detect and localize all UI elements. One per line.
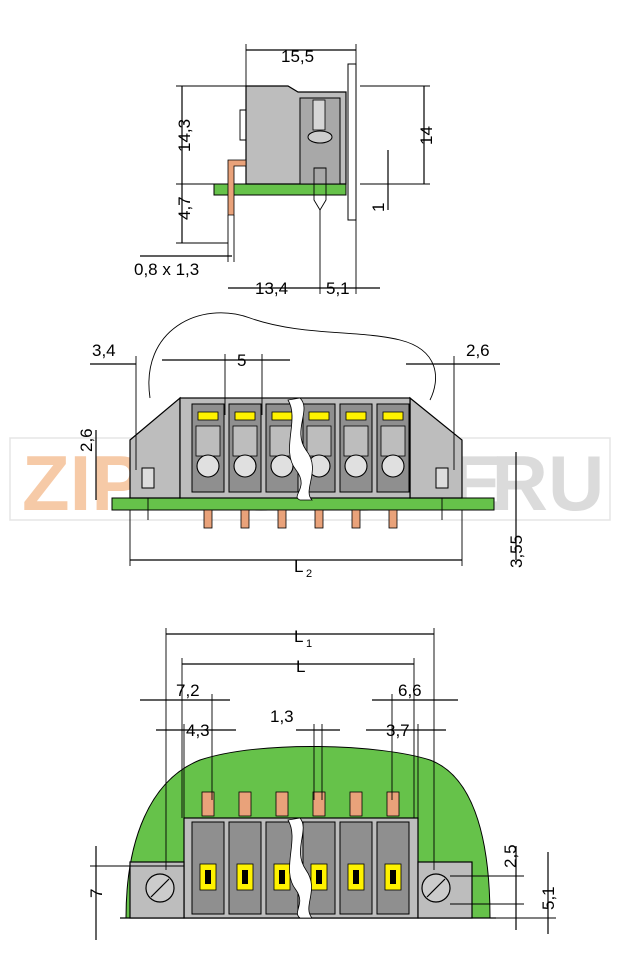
front-marker: [308, 411, 330, 421]
front-flange-left: [129, 396, 181, 499]
front-marker: [197, 411, 219, 421]
bottom-marker-slot: [353, 870, 359, 884]
front-wire-hole: [233, 454, 257, 478]
dim-offset-screw-label: 5,1: [326, 279, 350, 298]
dim-left-outer-label: 7,2: [176, 681, 200, 700]
dim-hole-height-label: 2,6: [77, 428, 96, 452]
front-wire-hole: [381, 454, 405, 478]
bottom-pin: [349, 791, 363, 817]
front-hole-left: [141, 467, 155, 489]
dim-l-label: L: [296, 657, 305, 676]
bottom-break: [287, 817, 313, 919]
front-view: 3,4 5 2,6 2,6 3,55 L 2: [77, 312, 526, 580]
dim-height-label: 14,3: [175, 119, 194, 152]
dim-l1-label: L: [294, 627, 303, 646]
dim-pin-section-label: 0,8 x 1,3: [134, 260, 199, 279]
watermark-text-right: .RU: [470, 439, 604, 527]
watermark-text-left: ZIP: [22, 439, 143, 527]
dim-right-margin-label: 2,6: [466, 341, 490, 360]
side-slot: [312, 99, 326, 131]
dim-pitch-label: 5: [237, 351, 246, 370]
dim-left-inner-label: 4,3: [186, 721, 210, 740]
side-latch: [239, 109, 246, 141]
front-pin: [240, 509, 250, 529]
dim-left-margin-label: 3,4: [92, 341, 116, 360]
side-screw-shaft: [313, 167, 327, 211]
dim-right-inner-label: 3,7: [386, 721, 410, 740]
front-slot: [380, 425, 406, 457]
front-wire-hole: [196, 454, 220, 478]
dim-slot-label: 1,3: [270, 707, 294, 726]
front-marker: [234, 411, 256, 421]
side-screw-head: [307, 130, 333, 144]
dim-l2-label: L: [294, 557, 303, 576]
bottom-marker-slot: [242, 870, 248, 884]
front-pins: [203, 509, 398, 529]
side-view: 15,5 14,3 4,7 14 1 0,8 x 1,3 13,4 5,1: [134, 44, 436, 298]
bottom-marker-slot: [205, 870, 211, 884]
front-slot: [343, 425, 369, 457]
bottom-view: L 1 L 7,2 4,3 1,3 6,6 3,7 7 2,5 5,1: [87, 627, 558, 940]
bottom-marker-slot: [279, 870, 285, 884]
front-slot: [306, 425, 332, 457]
dim-offset-pin-label: 13,4: [255, 279, 288, 298]
front-pin: [203, 509, 213, 529]
bottom-pin: [201, 791, 215, 817]
dim-l1-subscript: 1: [306, 638, 312, 650]
bottom-pin: [312, 791, 326, 817]
screw-slot: [426, 878, 446, 898]
dim-right-outer-label: 6,6: [398, 681, 422, 700]
front-wire-hole: [270, 454, 294, 478]
front-pin: [277, 509, 287, 529]
side-panel-wall: [347, 63, 357, 221]
front-marker: [271, 411, 293, 421]
dim-pin-protrusion-label: 3,55: [507, 535, 526, 568]
dim-pin-length-label: 4,7: [175, 196, 194, 220]
dim-pcb-label: 1: [369, 203, 388, 212]
dim-l2-subscript: 2: [306, 568, 312, 580]
dim-height-label: 7: [87, 889, 106, 898]
front-hole-right: [435, 467, 449, 489]
front-wire-hole: [344, 454, 368, 478]
front-slot: [195, 425, 221, 457]
dim-right-upper-label: 2,5: [501, 844, 520, 868]
front-slot: [232, 425, 258, 457]
front-marker: [345, 411, 367, 421]
bottom-marker-slot: [390, 870, 396, 884]
front-break: [287, 397, 313, 501]
front-pin: [388, 509, 398, 529]
dim-right-lower-label: 5,1: [539, 886, 558, 910]
bottom-pin: [275, 791, 289, 817]
dim-width-label: 15,5: [281, 47, 314, 66]
front-marker: [382, 411, 404, 421]
dim-height-right-label: 14: [417, 126, 436, 145]
screw-slot: [150, 878, 170, 898]
front-pin: [314, 509, 324, 529]
bottom-pin: [386, 791, 400, 817]
bottom-marker-slot: [316, 870, 322, 884]
front-outline-curve: [148, 312, 436, 401]
front-pin: [351, 509, 361, 529]
front-modules: [191, 403, 410, 493]
bottom-pin: [238, 791, 252, 817]
